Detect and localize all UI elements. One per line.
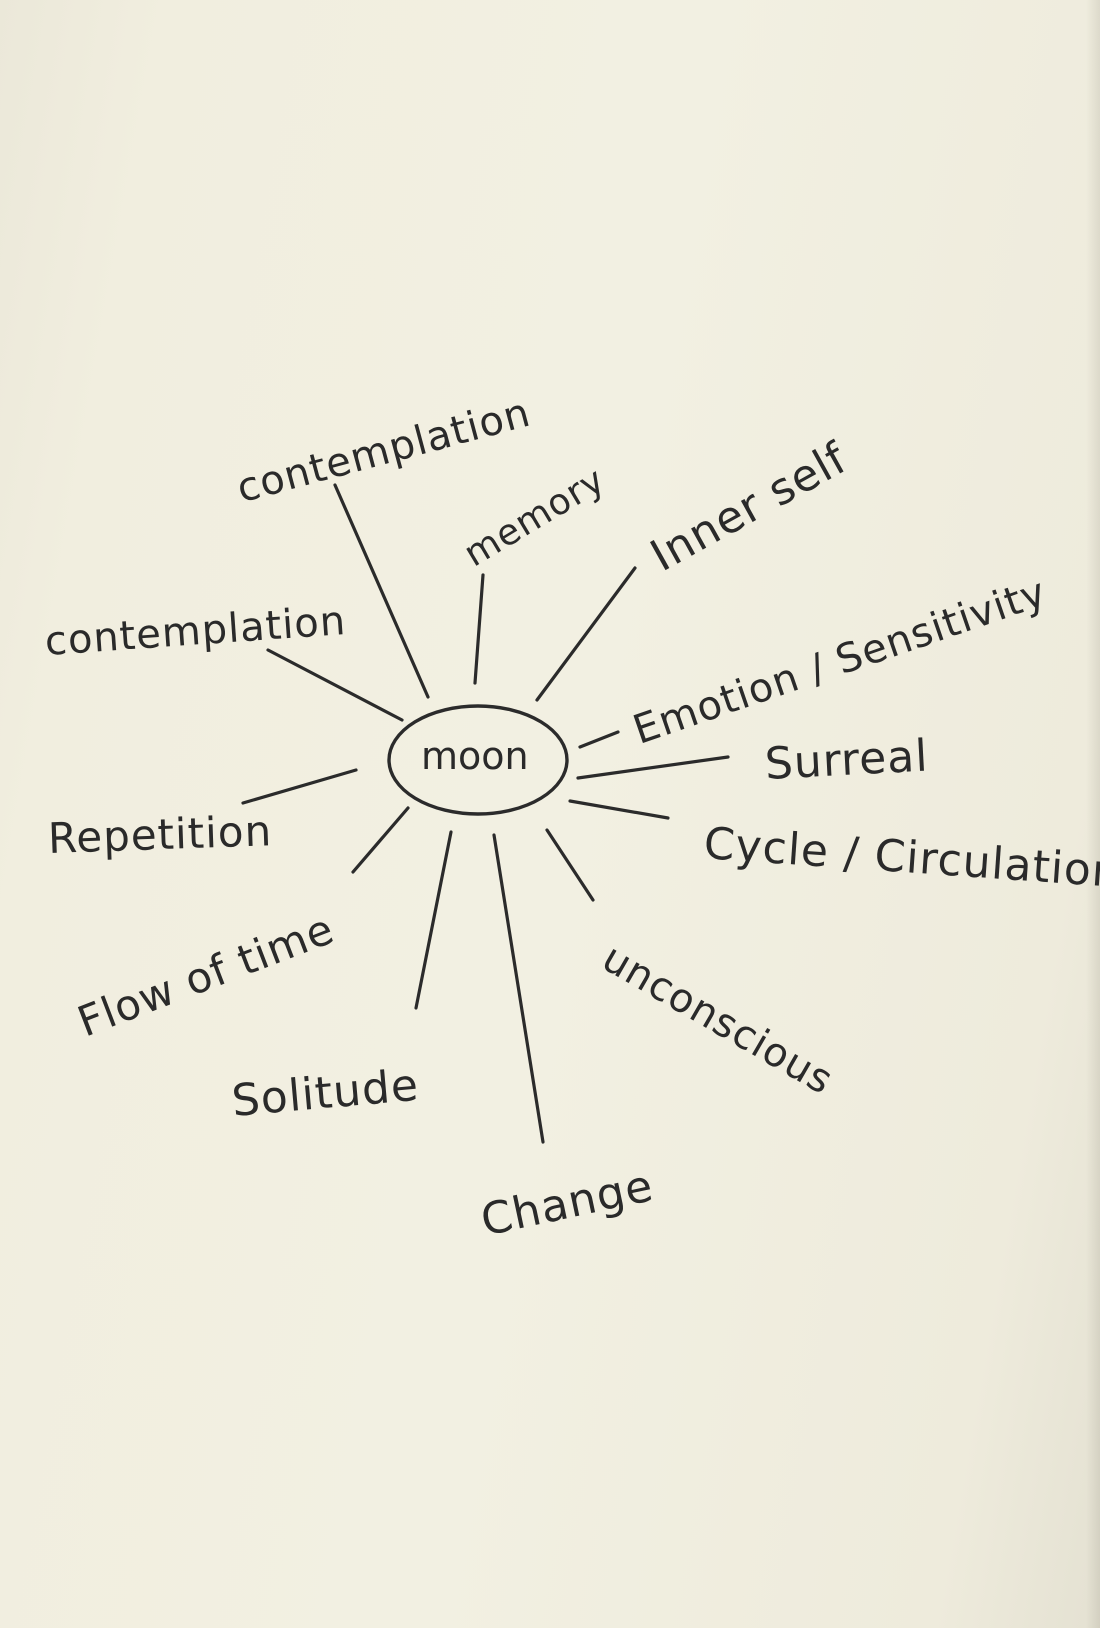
spoke-contemplation-left <box>266 648 404 722</box>
node-surreal: Surreal <box>763 730 930 790</box>
spoke-inner-self <box>535 566 637 702</box>
node-repetition: Repetition <box>47 806 273 863</box>
spoke-unconscious <box>545 828 595 902</box>
spoke-change <box>492 833 545 1144</box>
spoke-repetition <box>241 768 358 805</box>
spoke-emotion-sensitivity <box>578 730 620 749</box>
spoke-surreal <box>576 755 730 780</box>
spoke-contemplation-top <box>333 483 430 699</box>
hub-label: moon <box>421 734 529 778</box>
hub-ellipse <box>387 704 569 816</box>
spoke-memory <box>473 573 485 685</box>
spoke-solitude <box>414 830 453 1010</box>
spoke-flow-of-time <box>351 806 410 874</box>
spoke-cycle-circulation <box>568 799 670 820</box>
